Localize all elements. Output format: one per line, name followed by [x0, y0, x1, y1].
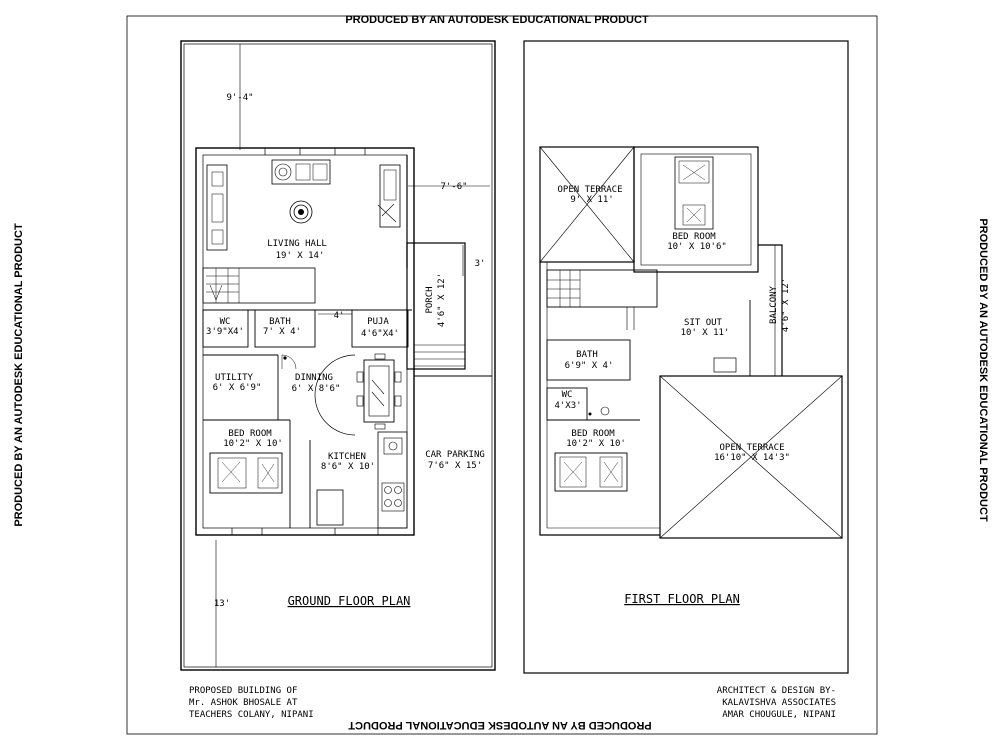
porch-size: 4'6" X 12' — [437, 273, 447, 327]
bedroom-first-1-label: BED ROOM — [672, 232, 716, 242]
wc-first-size: 4'X3' — [554, 401, 581, 411]
bath-first-size: 6'9" X 4' — [565, 361, 614, 371]
center-table — [289, 200, 313, 224]
plot-boundary-ground — [180, 40, 496, 671]
open-terrace-2 — [659, 375, 843, 539]
footer-left-line-1: PROPOSED BUILDING OF — [189, 686, 297, 696]
porch-label: PORCH — [425, 286, 435, 313]
bath-room — [254, 309, 316, 348]
kitchen-label: KITCHEN — [328, 452, 366, 462]
bath-size: 7' X 4' — [263, 327, 301, 337]
sofa-top — [271, 159, 331, 185]
dining-table — [363, 359, 395, 423]
utility-label: UTILITY — [215, 373, 254, 383]
bath-label: BATH — [269, 317, 291, 327]
open-terrace-1-label: OPEN TERRACE — [557, 185, 622, 195]
sheet-border — [126, 15, 878, 735]
bed-first-1 — [674, 156, 714, 230]
balcony-label: BALCONY — [769, 285, 779, 324]
watermark-top: PRODUCED BY AN AUTODESK EDUCATIONAL PROD… — [345, 14, 649, 26]
wc-size: 3'9"X4' — [206, 327, 244, 337]
dim-porch-gap: 3' — [475, 259, 486, 269]
wc-room — [202, 309, 249, 348]
utility-size: 6' X 6'9" — [213, 383, 262, 393]
kitchen-platform — [377, 431, 408, 529]
footer-left-line-2: Mr. ASHOK BHOSALE AT — [189, 698, 298, 708]
bedroom-first-2-size: 10'2" X 10' — [566, 439, 626, 449]
first-floor-plan — [523, 40, 849, 674]
bedroom-ground-label: BED ROOM — [228, 429, 272, 439]
first-floor-title: FIRST FLOOR PLAN — [624, 592, 740, 606]
footer-right-line-1: ARCHITECT & DESIGN BY- — [717, 686, 836, 696]
dim-side: 7'-6" — [440, 182, 467, 192]
living-hall-size: 19' X 14' — [276, 251, 325, 261]
living-hall-label: LIVING HALL — [267, 239, 327, 249]
sofa-left — [206, 164, 228, 251]
ground-floor-plan — [180, 40, 496, 671]
puja-room — [351, 309, 409, 348]
watermark-bottom: PRODUCED BY AN AUTODESK EDUCATIONAL PROD… — [348, 719, 652, 731]
bedroom-first-2-label: BED ROOM — [571, 429, 615, 439]
bedroom-first-1 — [633, 146, 759, 273]
sitout-label: SIT OUT — [684, 318, 723, 328]
bath-first-label: BATH — [576, 350, 598, 360]
sofa-right — [379, 164, 401, 228]
staircase-first — [546, 269, 658, 308]
car-parking-label: CAR PARKING — [425, 450, 485, 460]
footer-left-line-3: TEACHERS COLANY, NIPANI — [189, 710, 314, 720]
watermark-left: PRODUCED BY AN AUTODESK EDUCATIONAL PROD… — [13, 223, 25, 527]
kitchen-size: 8'6" X 10' — [321, 462, 375, 472]
dinning-label: DINNING — [295, 373, 333, 383]
sitout-size: 10' X 11' — [681, 328, 730, 338]
puja-size: 4'6"X4' — [361, 329, 399, 339]
bath-first — [546, 339, 631, 381]
balcony-size: 4'6" X 12' — [781, 278, 791, 332]
staircase — [202, 267, 316, 304]
car-parking-size: 7'6" X 15' — [428, 461, 482, 471]
dim-passage: 4' — [334, 311, 345, 321]
puja-label: PUJA — [367, 317, 389, 327]
open-terrace-2-label: OPEN TERRACE — [719, 443, 784, 453]
bed-first-2 — [554, 452, 628, 492]
dinning-size: 6' X 8'6" — [292, 384, 341, 394]
kitchen-cabinet — [316, 489, 344, 526]
wc-first-label: WC — [562, 390, 573, 400]
open-terrace-2-size: 16'10" X 14'3" — [714, 453, 790, 463]
bedroom-first-1-size: 10' X 10'6" — [667, 242, 727, 252]
bedroom-ground-size: 10'2" X 10' — [223, 439, 283, 449]
plot-boundary-first — [523, 40, 849, 674]
bed-ground — [209, 452, 283, 494]
watermark-right: PRODUCED BY AN AUTODESK EDUCATIONAL PROD… — [977, 218, 989, 522]
porch — [406, 242, 466, 370]
footer-right-line-2: KALAVISHVA ASSOCIATES — [722, 698, 836, 708]
dim-top-setback: 9'-4" — [226, 93, 253, 103]
wc-label: WC — [220, 317, 231, 327]
dim-bottom-setback: 13' — [214, 599, 230, 609]
plot-boundary-ground-inner — [183, 43, 493, 668]
footer-right-line-3: AMAR CHOUGULE, NIPANI — [722, 710, 836, 720]
ground-floor-title: GROUND FLOOR PLAN — [288, 594, 411, 608]
open-terrace-1-size: 9' X 11' — [570, 195, 613, 205]
